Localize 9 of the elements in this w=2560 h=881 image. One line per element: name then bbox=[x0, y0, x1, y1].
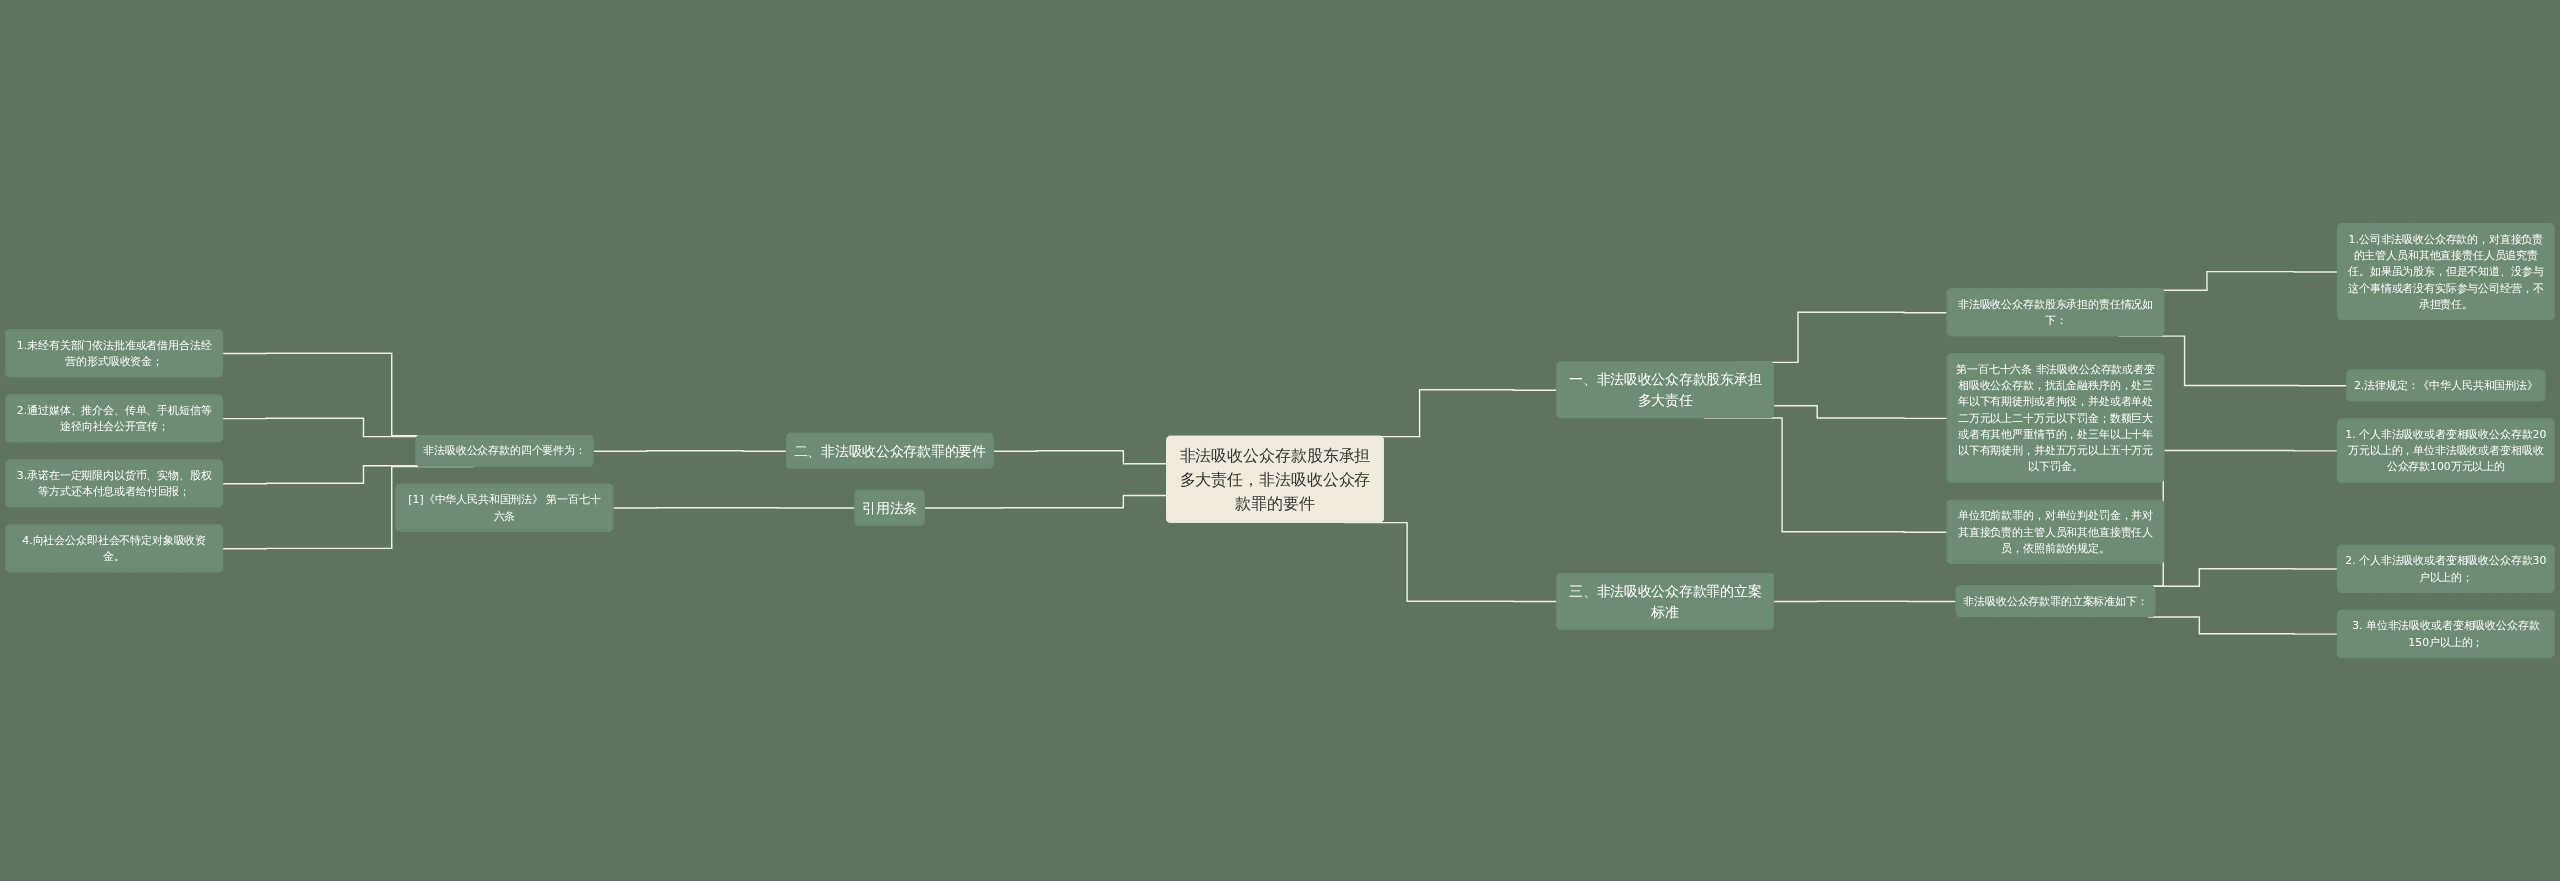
connector bbox=[592, 450, 788, 452]
connector bbox=[612, 507, 857, 509]
connector bbox=[924, 494, 1168, 509]
connector bbox=[1773, 600, 1958, 603]
connector bbox=[222, 464, 419, 485]
connector bbox=[1773, 405, 1949, 420]
connector bbox=[992, 450, 1168, 465]
connector bbox=[2162, 270, 2339, 291]
connector bbox=[2147, 616, 2339, 635]
